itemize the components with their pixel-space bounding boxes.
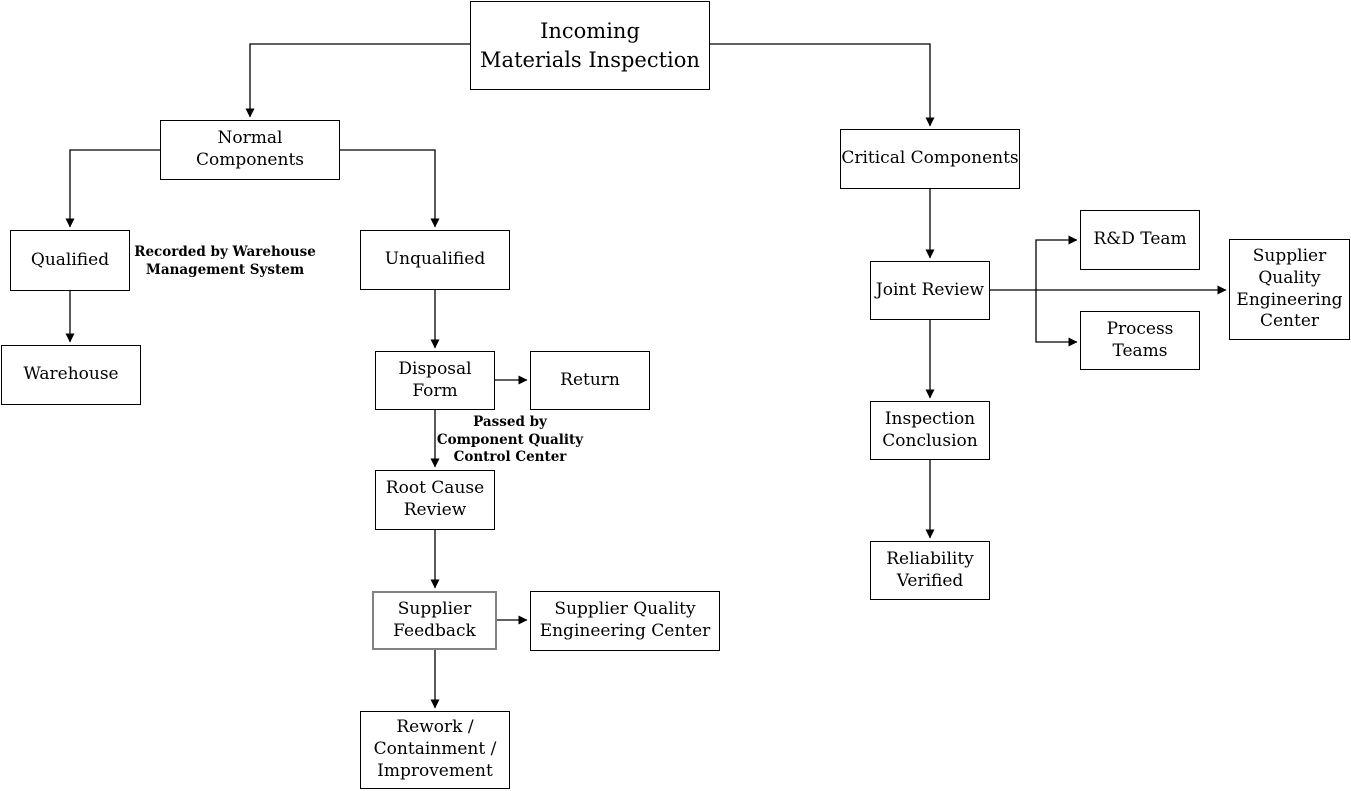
node-rework-containment-improvement[interactable]: Rework / Containment / Improvement — [360, 711, 510, 789]
node-joint-review[interactable]: Joint Review — [870, 261, 990, 320]
edge-normal-to-qualified — [65, 149, 160, 228]
annotation-passed-by-component-quality-control-center: Passed by Component Quality Control Cent… — [436, 414, 584, 466]
node-return[interactable]: Return — [530, 351, 650, 410]
node-qualified[interactable]: Qualified — [10, 230, 130, 291]
edge-jointreview-to-processteams — [1035, 290, 1078, 347]
node-reliability-verified[interactable]: Reliability Verified — [870, 541, 990, 600]
node-inspection-conclusion[interactable]: Inspection Conclusion — [870, 401, 990, 460]
node-supplier-quality-engineering-center-left[interactable]: Supplier Quality Engineering Center — [530, 591, 720, 651]
edge-jointreview-to-rdteam — [1035, 235, 1078, 290]
node-normal-components[interactable]: Normal Components — [160, 120, 340, 180]
edge-normal-to-unqualified — [340, 149, 440, 228]
node-critical-components[interactable]: Critical Components — [840, 129, 1020, 189]
edge-incoming-to-critical — [710, 43, 935, 127]
node-rd-team[interactable]: R&D Team — [1080, 210, 1200, 270]
edge-incoming-to-normal — [245, 43, 470, 118]
node-warehouse[interactable]: Warehouse — [1, 345, 141, 405]
node-disposal-form[interactable]: Disposal Form — [375, 351, 495, 410]
node-incoming-materials-inspection[interactable]: Incoming Materials Inspection — [470, 1, 710, 90]
node-unqualified[interactable]: Unqualified — [360, 230, 510, 290]
node-supplier-feedback[interactable]: Supplier Feedback — [372, 591, 497, 650]
node-supplier-quality-engineering-center-right[interactable]: Supplier Quality Engineering Center — [1229, 239, 1350, 340]
node-root-cause-review[interactable]: Root Cause Review — [375, 470, 495, 530]
annotation-recorded-by-warehouse-management-system: Recorded by Warehouse Management System — [134, 244, 316, 278]
node-process-teams[interactable]: Process Teams — [1080, 311, 1200, 370]
